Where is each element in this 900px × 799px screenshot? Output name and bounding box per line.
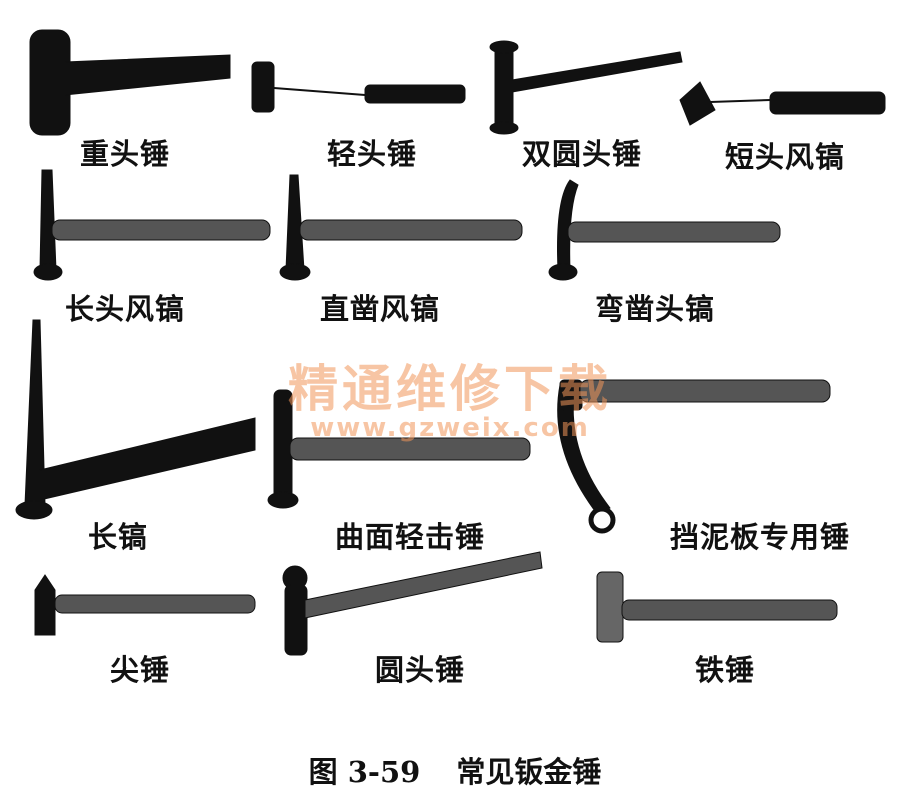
fender-hammer-drawing [557, 379, 831, 534]
figure-caption: 图 3-59 常见钣金锤 [291, 749, 620, 791]
label-short-head-pick-hammer: 短头风镐 [724, 140, 846, 174]
label-double-round-head-hammer: 双圆头锤 [521, 137, 643, 171]
caption-number: 图 3-59 [308, 755, 421, 789]
label-straight-chisel-pick-hammer: 直凿风镐 [319, 292, 441, 326]
iron-hammer-drawing [596, 571, 838, 643]
long-head-pick-hammer-drawing [33, 169, 271, 281]
label-curved-surface-light-hammer: 曲面轻击锤 [334, 520, 486, 554]
label-curved-chisel-pick-hammer: 弯凿头镐 [594, 292, 716, 326]
label-long-pick-hammer: 长镐 [87, 520, 149, 554]
curved-chisel-pick-hammer-drawing [548, 179, 781, 281]
short-head-pick-hammer-drawing [679, 81, 886, 126]
double-round-head-hammer-drawing [489, 40, 683, 135]
long-pick-hammer-drawing [15, 319, 256, 520]
light-head-hammer-drawing [251, 61, 466, 113]
watermark-title: 精通维修下载 [288, 360, 612, 418]
straight-chisel-pick-hammer-drawing [279, 174, 523, 281]
label-pointed-hammer: 尖锤 [109, 653, 171, 687]
heavy-head-hammer-drawing [29, 29, 231, 136]
label-ball-peen-hammer: 圆头锤 [374, 653, 466, 687]
label-long-head-pick-hammer: 长头风镐 [64, 292, 186, 326]
label-fender-hammer: 挡泥板专用锤 [669, 520, 851, 554]
ball-peen-hammer-drawing [282, 551, 543, 656]
curved-surface-light-hammer-drawing [267, 389, 531, 509]
caption-title: 常见钣金锤 [456, 755, 602, 789]
label-heavy-head-hammer: 重头锤 [79, 137, 171, 171]
pointed-hammer-drawing [34, 574, 256, 636]
watermark-url: www.gzweix.com [310, 413, 590, 443]
label-light-head-hammer: 轻头锤 [326, 137, 418, 171]
label-iron-hammer: 铁锤 [694, 653, 756, 687]
